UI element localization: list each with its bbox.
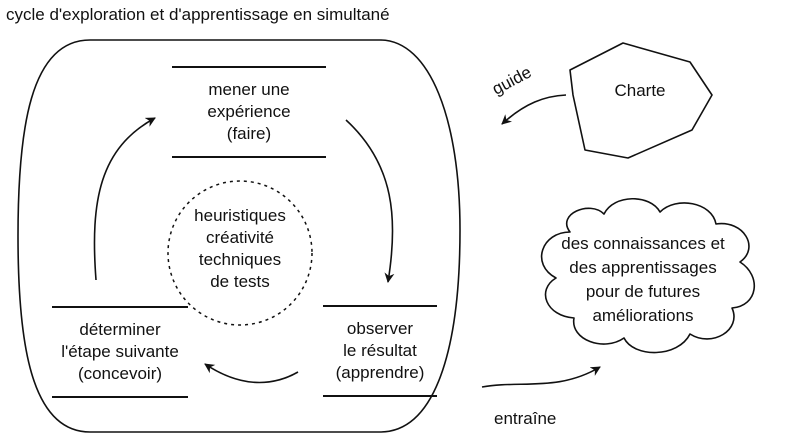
center-dotted-circle	[167, 180, 313, 326]
center-text: heuristiques créativité techniques de te…	[180, 205, 300, 293]
cycle-container	[17, 39, 461, 433]
center-line-1: heuristiques	[194, 206, 286, 225]
outcome-line-2: des apprentissages	[569, 258, 717, 277]
step-concevoir-line-2: l'étape suivante	[61, 342, 179, 361]
outcome-cloud	[540, 198, 755, 354]
outcome-line-1: des connaissances et	[561, 234, 725, 253]
charter-label: Charte	[614, 81, 666, 100]
diagram-title: cycle d'exploration et d'apprentissage e…	[6, 5, 390, 24]
center-line-3: techniques	[198, 250, 282, 269]
step-apprendre: observer le résultat (apprendre)	[323, 305, 437, 397]
step-faire-line-2: expérience	[207, 102, 291, 121]
step-faire-line-1: mener une	[208, 80, 290, 99]
step-faire-line-3: (faire)	[226, 124, 272, 143]
charter-star	[569, 42, 713, 159]
arrow-apprendre-to-concevoir	[204, 363, 299, 384]
outcome-text: des connaissances et des apprentissages …	[548, 232, 738, 328]
step-concevoir: déterminer l'étape suivante (concevoir)	[52, 306, 188, 398]
step-concevoir-line-3: (concevoir)	[77, 364, 163, 383]
step-apprendre-line-1: observer	[346, 319, 414, 338]
entraine-label: entraîne	[494, 409, 557, 428]
step-apprendre-line-2: le résultat	[343, 341, 417, 360]
outcome-line-3: pour de futures	[585, 282, 701, 301]
step-apprendre-line-3: (apprendre)	[335, 363, 425, 382]
arrow-guide	[501, 94, 567, 125]
arrow-faire-to-apprendre	[345, 119, 395, 283]
center-line-4: de tests	[210, 272, 270, 291]
center-line-2: créativité	[205, 228, 275, 247]
outcome-line-4: améliorations	[592, 306, 694, 325]
step-faire: mener une expérience (faire)	[172, 66, 326, 158]
arrow-concevoir-to-faire	[93, 117, 156, 281]
arrow-entraine	[481, 366, 601, 388]
step-concevoir-line-1: déterminer	[79, 320, 161, 339]
